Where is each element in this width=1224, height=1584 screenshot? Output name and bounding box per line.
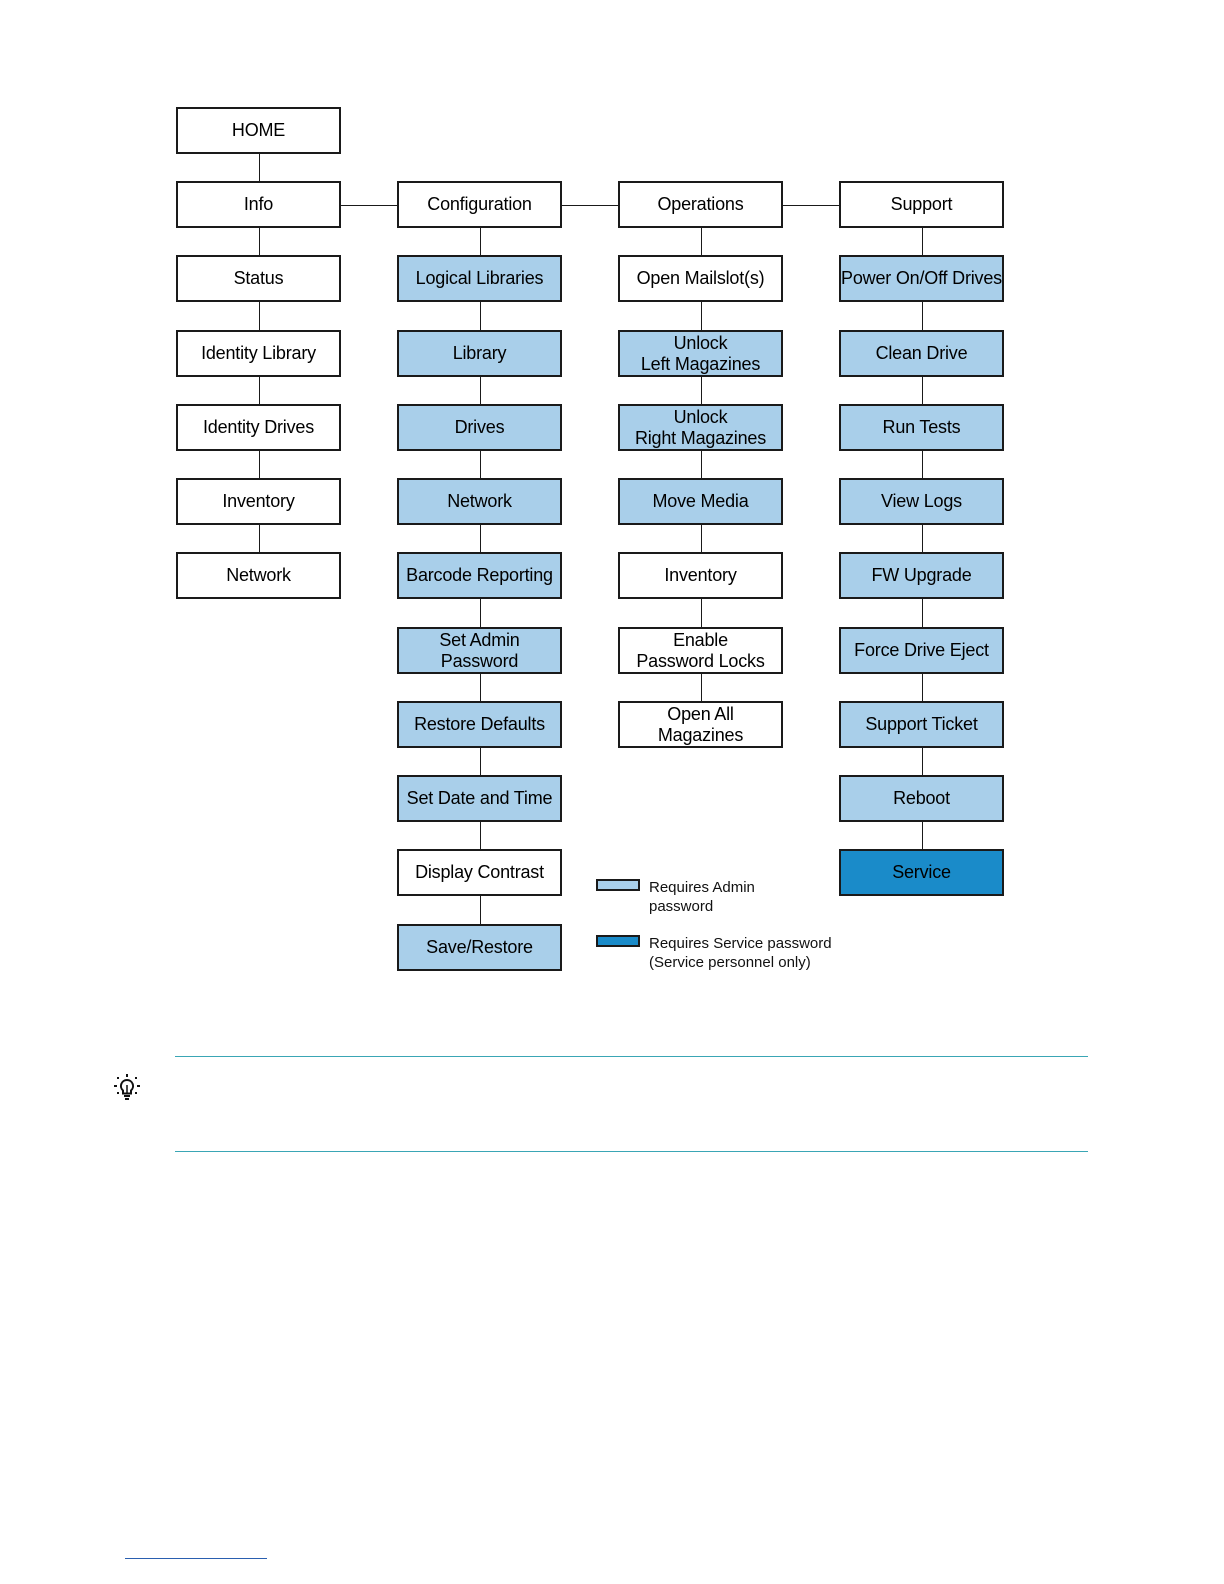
- node-operations-unlock-left-magazines: Unlock Left Magazines: [618, 330, 783, 377]
- connector-operations-4: [700, 525, 702, 552]
- connector-support-3: [921, 451, 923, 478]
- connector-support-1: [921, 302, 923, 330]
- node-configuration-restore-defaults: Restore Defaults: [397, 701, 562, 748]
- node-configuration-set-date-and-time: Set Date and Time: [397, 775, 562, 822]
- node-operations-header: Operations: [618, 181, 783, 228]
- node-operations-move-media: Move Media: [618, 478, 783, 525]
- connector-header-3: [783, 204, 839, 206]
- node-configuration-display-contrast: Display Contrast: [397, 849, 562, 896]
- connector-support-7: [921, 748, 923, 775]
- connector-support-5: [921, 599, 923, 627]
- node-info-identity-drives: Identity Drives: [176, 404, 341, 451]
- legend-service-label: Requires Service password (Service perso…: [649, 935, 832, 971]
- connector-operations-5: [700, 599, 702, 627]
- node-support-fw-upgrade: FW Upgrade: [839, 552, 1004, 599]
- connector-configuration-6: [479, 674, 481, 701]
- connector-operations-6: [700, 674, 702, 701]
- node-info-identity-library: Identity Library: [176, 330, 341, 377]
- node-operations-enable-password-locks: Enable Password Locks: [618, 627, 783, 674]
- node-operations-open-mailslot-s: Open Mailslot(s): [618, 255, 783, 302]
- connector-header-1: [341, 204, 397, 206]
- node-configuration-header: Configuration: [397, 181, 562, 228]
- connector-operations-2: [700, 377, 702, 404]
- connector-info-2: [258, 377, 260, 404]
- connector-configuration-2: [479, 377, 481, 404]
- connector-support-6: [921, 674, 923, 701]
- node-support-support-ticket: Support Ticket: [839, 701, 1004, 748]
- node-support-force-drive-eject: Force Drive Eject: [839, 627, 1004, 674]
- connector-configuration-9: [479, 896, 481, 924]
- connector-configuration-7: [479, 748, 481, 775]
- legend-admin-swatch: [596, 879, 640, 891]
- node-support-view-logs: View Logs: [839, 478, 1004, 525]
- node-operations-unlock-right-magazines: Unlock Right Magazines: [618, 404, 783, 451]
- tip-top-rule: [175, 1056, 1088, 1057]
- node-configuration-logical-libraries: Logical Libraries: [397, 255, 562, 302]
- node-support-run-tests: Run Tests: [839, 404, 1004, 451]
- connector-operations-1: [700, 302, 702, 330]
- node-info-header: Info: [176, 181, 341, 228]
- connector-info-3: [258, 451, 260, 478]
- tip-bottom-rule: [175, 1151, 1088, 1152]
- connector-operations-3: [700, 451, 702, 478]
- node-operations-inventory: Inventory: [618, 552, 783, 599]
- connector-configuration-8: [479, 822, 481, 849]
- connector-operations-0: [700, 228, 702, 255]
- legend-service-swatch: [596, 935, 640, 947]
- connector-configuration-3: [479, 451, 481, 478]
- footer-link-underline: [125, 1558, 267, 1559]
- connector-header-2: [562, 204, 618, 206]
- connector-support-2: [921, 377, 923, 404]
- node-support-reboot: Reboot: [839, 775, 1004, 822]
- connector-support-0: [921, 228, 923, 255]
- connector-configuration-5: [479, 599, 481, 627]
- connector-configuration-0: [479, 228, 481, 255]
- node-configuration-set-admin-password: Set Admin Password: [397, 627, 562, 674]
- connector-home-info: [258, 154, 260, 181]
- connector-info-1: [258, 302, 260, 330]
- node-support-service: Service: [839, 849, 1004, 896]
- connector-configuration-4: [479, 525, 481, 552]
- node-configuration-network: Network: [397, 478, 562, 525]
- node-support-clean-drive: Clean Drive: [839, 330, 1004, 377]
- legend-admin-label: Requires Admin password: [649, 879, 755, 915]
- connector-info-4: [258, 525, 260, 552]
- node-operations-open-all-magazines: Open All Magazines: [618, 701, 783, 748]
- connector-configuration-1: [479, 302, 481, 330]
- node-configuration-library: Library: [397, 330, 562, 377]
- connector-support-8: [921, 822, 923, 849]
- node-configuration-barcode-reporting: Barcode Reporting: [397, 552, 562, 599]
- node-home: HOME: [176, 107, 341, 154]
- node-info-status: Status: [176, 255, 341, 302]
- lightbulb-icon: [114, 1074, 140, 1100]
- node-support-header: Support: [839, 181, 1004, 228]
- connector-info-0: [258, 228, 260, 255]
- node-info-network: Network: [176, 552, 341, 599]
- connector-support-4: [921, 525, 923, 552]
- node-support-power-on-off-drives: Power On/Off Drives: [839, 255, 1004, 302]
- node-configuration-save-restore: Save/Restore: [397, 924, 562, 971]
- node-info-inventory: Inventory: [176, 478, 341, 525]
- node-configuration-drives: Drives: [397, 404, 562, 451]
